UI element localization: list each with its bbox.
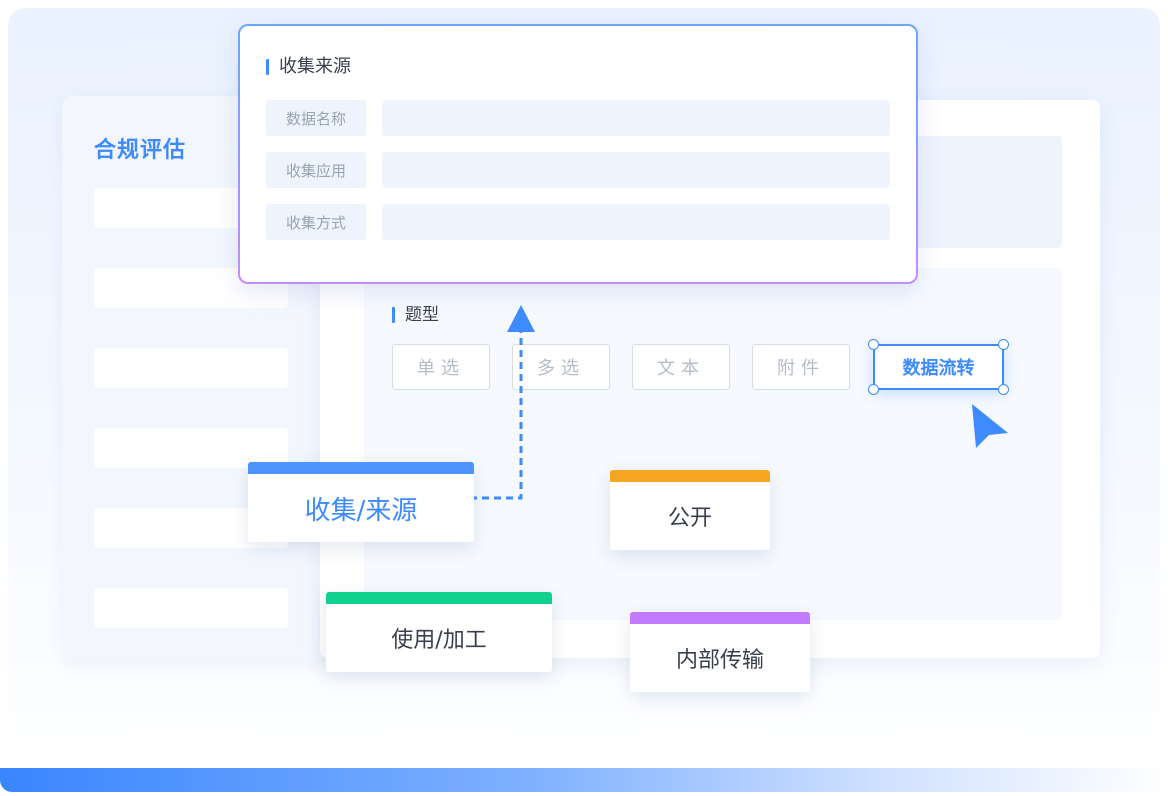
compliance-sidebar: 合规评估 — [62, 96, 328, 662]
qtype-label: 多选 — [537, 358, 585, 379]
sidebar-item[interactable] — [94, 588, 288, 628]
collection-method-input[interactable] — [382, 204, 890, 240]
tag-use-processing[interactable]: 使用/加工 — [326, 592, 552, 672]
resize-handle-bottom-left[interactable] — [868, 384, 879, 395]
popup-heading: 收集来源 — [266, 52, 351, 78]
tag-color-strip — [630, 612, 810, 624]
tag-label: 公开 — [667, 506, 712, 531]
popup-title: 收集来源 — [279, 56, 351, 77]
question-type-title: 题型 — [405, 305, 439, 325]
resize-handle-bottom-right[interactable] — [998, 384, 1009, 395]
tag-label: 收集/来源 — [304, 495, 418, 526]
qtype-attachment-button[interactable]: 附件 — [752, 344, 850, 390]
qtype-label: 文本 — [657, 358, 705, 379]
qtype-multiple-choice-button[interactable]: 多选 — [512, 344, 610, 390]
tag-color-strip — [248, 462, 474, 474]
section-marker — [392, 307, 395, 323]
qtype-label: 附件 — [777, 358, 825, 379]
field-label-collection-method: 收集方式 — [266, 204, 366, 240]
up-arrow-icon — [458, 305, 535, 500]
question-type-area — [364, 268, 1062, 620]
tag-label: 内部传输 — [675, 648, 764, 673]
qtype-label: 单选 — [417, 358, 465, 379]
tag-color-strip — [610, 470, 770, 482]
bottom-gradient-bar — [0, 768, 1168, 792]
qtype-single-choice-button[interactable]: 单选 — [392, 344, 490, 390]
field-label-data-name: 数据名称 — [266, 100, 366, 136]
collection-app-input[interactable] — [382, 152, 890, 188]
qtype-data-flow-button-selected[interactable]: 数据流转 — [873, 344, 1004, 390]
tag-color-strip — [326, 592, 552, 604]
tag-label: 使用/加工 — [391, 628, 487, 653]
qtype-selected-label: 数据流转 — [902, 358, 975, 379]
resize-handle-top-left[interactable] — [868, 339, 879, 350]
resize-handle-top-right[interactable] — [998, 339, 1009, 350]
data-name-input[interactable] — [382, 100, 890, 136]
section-marker — [266, 59, 269, 75]
field-label-collection-app: 收集应用 — [266, 152, 366, 188]
qtype-text-button[interactable]: 文本 — [632, 344, 730, 390]
tag-public[interactable]: 公开 — [610, 470, 770, 550]
collection-source-popup: 收集来源 数据名称 收集应用 收集方式 — [238, 24, 918, 284]
sidebar-item[interactable] — [94, 348, 288, 388]
cursor-arrow-icon — [972, 404, 1008, 448]
sidebar-title: 合规评估 — [94, 138, 187, 163]
question-type-heading: 题型 — [392, 300, 439, 325]
tag-internal-transfer[interactable]: 内部传输 — [630, 612, 810, 692]
sidebar-item[interactable] — [94, 428, 288, 468]
tag-collection-source[interactable]: 收集/来源 — [248, 462, 474, 542]
